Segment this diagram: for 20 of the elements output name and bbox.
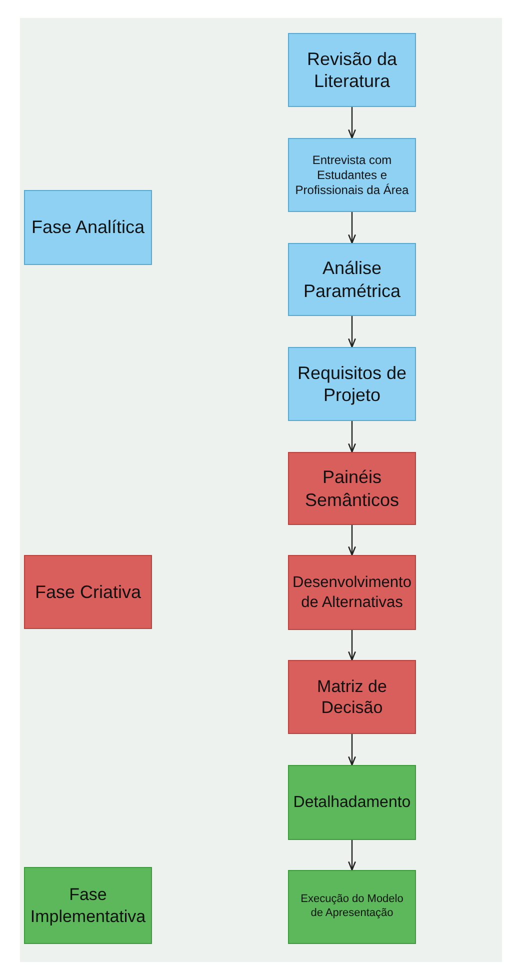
creative-step-box: Painéis Semânticos bbox=[288, 452, 416, 525]
arrow bbox=[348, 316, 356, 348]
implementation-step-box: Fase Implementativa bbox=[24, 867, 152, 944]
arrow bbox=[348, 421, 356, 453]
arrow bbox=[348, 734, 356, 766]
arrow bbox=[348, 525, 356, 556]
analysis-step-box: Revisão da Literatura bbox=[288, 33, 416, 107]
analysis-step-box: Análise Paramétrica bbox=[288, 243, 416, 316]
implementation-step-box: Execução do Modelo de Apresentação bbox=[288, 870, 416, 944]
analysis-step-box: Requisitos de Projeto bbox=[288, 347, 416, 421]
implementation-step-box: Detalhadamento bbox=[288, 765, 416, 840]
analysis-step-box: Fase Analítica bbox=[24, 190, 152, 265]
arrow bbox=[348, 630, 356, 661]
creative-step-box: Fase Criativa bbox=[24, 555, 152, 629]
analysis-step-box: Entrevista com Estudantes e Profissionais da Área bbox=[288, 138, 416, 212]
creative-step-box: Desenvolvimento de Alternativas bbox=[288, 555, 416, 630]
arrow bbox=[348, 212, 356, 244]
arrow bbox=[348, 840, 356, 871]
arrow bbox=[348, 107, 356, 139]
creative-step-box: Matriz de Decisão bbox=[288, 660, 416, 734]
